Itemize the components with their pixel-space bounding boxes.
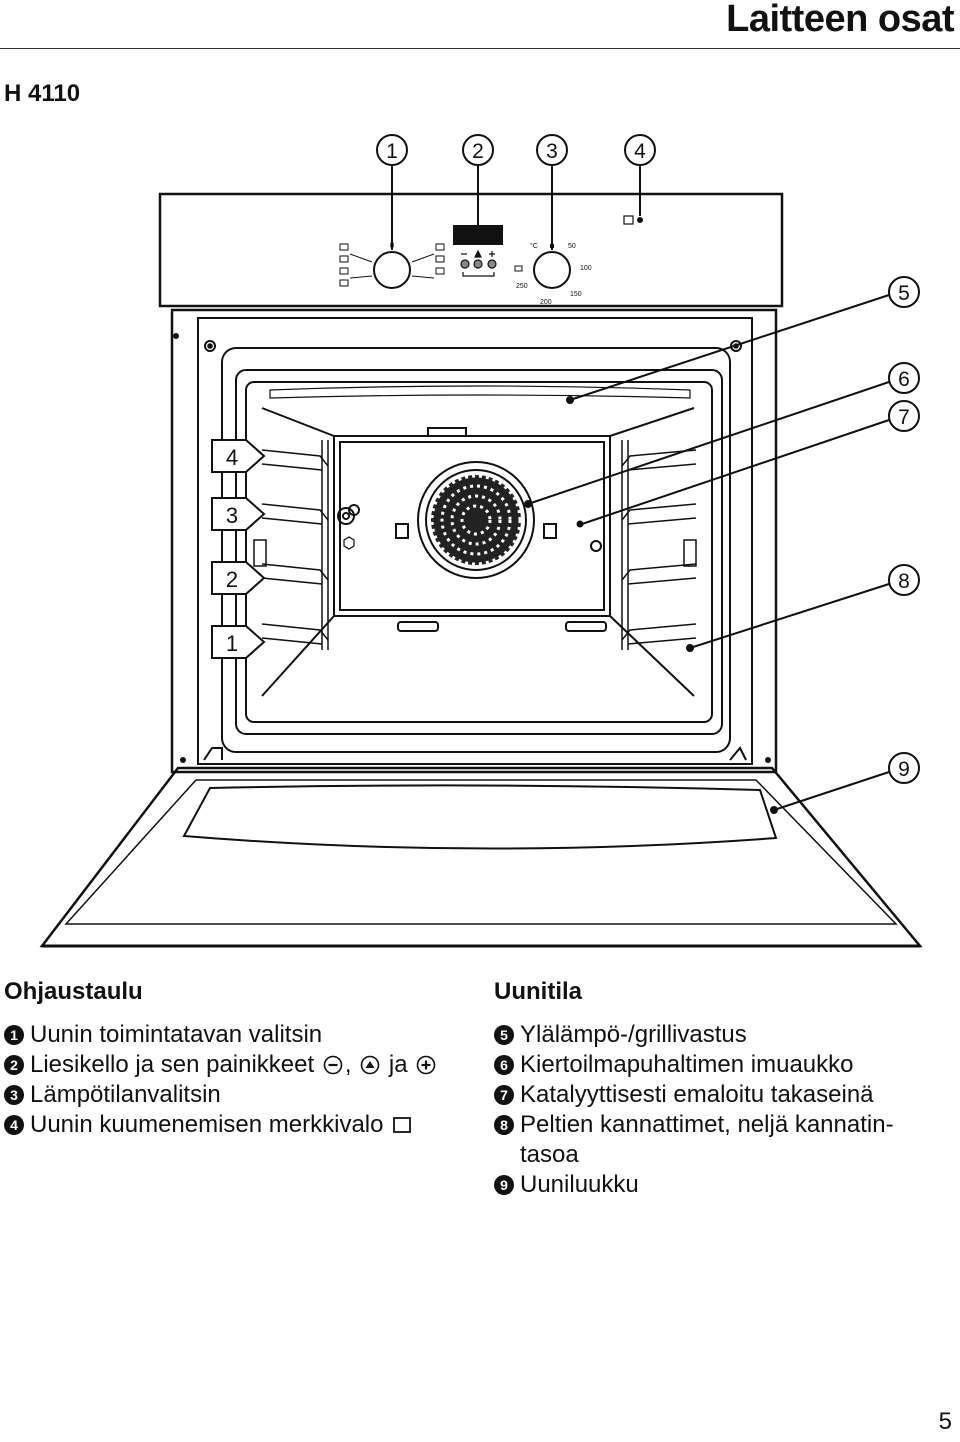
item-number: 4 bbox=[4, 1115, 24, 1135]
control-panel: 0 °C 50 100 150 bbox=[158, 192, 784, 308]
svg-text:8: 8 bbox=[898, 570, 910, 593]
svg-text:200: 200 bbox=[540, 299, 552, 306]
list-item: 7 Katalyyttisesti emaloitu takaseinä bbox=[494, 1080, 960, 1110]
item-number: 9 bbox=[494, 1175, 514, 1195]
item-number: 7 bbox=[494, 1085, 514, 1105]
control-panel-section: Ohjaustaulu 1 Uunin toimintatavan valits… bbox=[4, 978, 474, 1140]
minus-button-icon bbox=[323, 1055, 343, 1075]
item-text: Lämpötilanvalitsin bbox=[30, 1081, 221, 1108]
callout-3: 3 bbox=[536, 134, 568, 250]
item-text: Peltien kannattimet, neljä kannatin-taso… bbox=[520, 1111, 894, 1168]
model-label: H 4110 bbox=[4, 80, 81, 107]
callout-1: 1 bbox=[376, 134, 408, 250]
plus-button-icon bbox=[416, 1055, 436, 1075]
item-number: 2 bbox=[4, 1055, 24, 1075]
svg-text:3: 3 bbox=[226, 503, 238, 528]
oven-interior-section: Uunitila 5 Ylälämpö-/grillivastus 6 Kier… bbox=[494, 978, 960, 1200]
item-number: 5 bbox=[494, 1025, 514, 1045]
list-item: 5 Ylälämpö-/grillivastus bbox=[494, 1020, 960, 1050]
item-number: 1 bbox=[4, 1025, 24, 1045]
svg-text:1: 1 bbox=[386, 140, 398, 163]
item-number: 8 bbox=[494, 1115, 514, 1135]
page-title: Laitteen osat bbox=[726, 0, 954, 40]
clock-display bbox=[453, 225, 503, 245]
oven-body bbox=[170, 308, 778, 774]
svg-text:5: 5 bbox=[898, 282, 910, 305]
item-text: Ylälämpö-/grillivastus bbox=[520, 1021, 747, 1048]
list-item: 1 Uunin toimintatavan valitsin bbox=[4, 1020, 474, 1050]
svg-text:2: 2 bbox=[226, 567, 238, 592]
svg-text:250: 250 bbox=[516, 283, 528, 290]
list-item: 3 Lämpötilanvalitsin bbox=[4, 1080, 474, 1110]
callout-6: 6 bbox=[524, 362, 920, 508]
svg-text:0: 0 bbox=[390, 241, 395, 250]
callout-2: 2 bbox=[462, 134, 494, 232]
callout-4: 4 bbox=[624, 134, 656, 216]
section-heading: Uunitila bbox=[494, 978, 582, 1005]
svg-text:2: 2 bbox=[472, 140, 484, 163]
mode-selector-dial bbox=[373, 251, 411, 289]
svg-text:°C: °C bbox=[530, 242, 538, 250]
item-text: Uunin toimintatavan valitsin bbox=[30, 1021, 323, 1048]
item-text: Uuniluukku bbox=[520, 1171, 639, 1198]
svg-text:100: 100 bbox=[580, 265, 592, 272]
item-text: Uunin kuumenemisen merkkivalo bbox=[30, 1110, 414, 1140]
callout-9: 9 bbox=[770, 752, 920, 814]
list-item: 4 Uunin kuumenemisen merkkivalo bbox=[4, 1110, 474, 1140]
callout-7: 7 bbox=[581, 400, 920, 525]
list-item: 6 Kiertoilmapuhaltimen imuaukko bbox=[494, 1050, 960, 1080]
svg-text:9: 9 bbox=[898, 758, 910, 781]
svg-text:50: 50 bbox=[568, 243, 576, 250]
list-item: 2 Liesikello ja sen painikkeet , ja bbox=[4, 1050, 474, 1080]
item-text: Katalyyttisesti emaloitu takaseinä bbox=[520, 1081, 874, 1108]
section-heading: Ohjaustaulu bbox=[4, 978, 143, 1005]
header-divider bbox=[0, 48, 960, 49]
temperature-dial bbox=[533, 251, 571, 289]
svg-text:1: 1 bbox=[226, 631, 238, 656]
list-item: 8 Peltien kannattimet, neljä kannatin-ta… bbox=[494, 1110, 960, 1170]
oven-door bbox=[39, 766, 923, 948]
shelf-level-markers: 4 3 2 1 bbox=[211, 439, 266, 659]
svg-text:7: 7 bbox=[898, 406, 910, 429]
svg-text:3: 3 bbox=[546, 140, 558, 163]
indicator-light bbox=[623, 215, 634, 225]
list-item: 9 Uuniluukku bbox=[494, 1170, 960, 1200]
item-number: 6 bbox=[494, 1055, 514, 1075]
callout-8: 8 bbox=[686, 564, 920, 652]
svg-text:6: 6 bbox=[898, 368, 910, 391]
item-text: Kiertoilmapuhaltimen imuaukko bbox=[520, 1051, 854, 1078]
svg-text:150: 150 bbox=[570, 291, 582, 298]
oven-diagram: 1 2 3 4 0 bbox=[0, 120, 960, 960]
indicator-light-icon bbox=[393, 1117, 412, 1133]
item-number: 3 bbox=[4, 1085, 24, 1105]
callout-5: 5 bbox=[566, 276, 920, 404]
item-text: Liesikello ja sen painikkeet , ja bbox=[30, 1050, 438, 1080]
page-number: 5 bbox=[938, 1408, 952, 1435]
svg-text:4: 4 bbox=[226, 445, 238, 470]
svg-text:4: 4 bbox=[634, 140, 646, 163]
up-button-icon bbox=[360, 1055, 380, 1075]
